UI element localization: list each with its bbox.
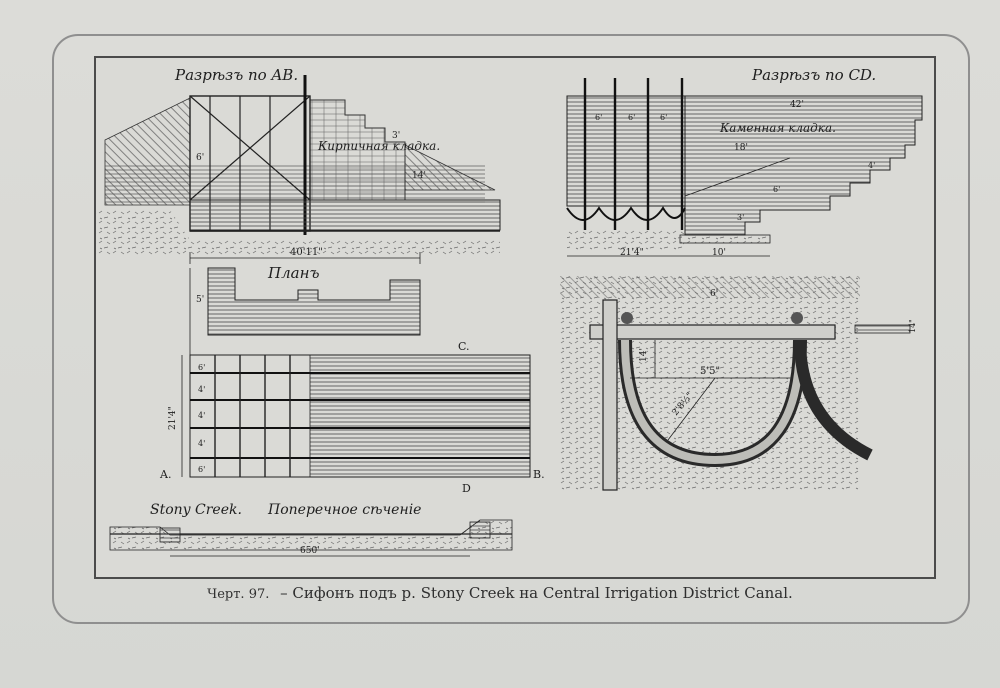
cross-section-title-left: Stony Creek. [150,502,242,518]
arch-dim-rise: 14' [639,348,649,362]
section-ab-title: Разрѣзъ по AB. [174,66,298,84]
plan-dim-row-4: 4' [198,439,205,448]
plan-label-d: D [462,482,471,495]
plan-dim-row-1: 6' [198,363,205,372]
section-ab-masonry-label: Кирпичная кладка. [317,139,440,153]
cross-section-dim-length: 650' [300,546,320,556]
figure-caption-text: – Сифонъ подъ р. Stony Creek на Central … [280,584,793,602]
section-cd-drawing [566,78,923,257]
plan-title: Планъ [267,264,319,282]
section-ab-dim-b: 3' [392,131,400,141]
arch-dim-span: 5'5" [700,366,720,377]
arch-section-drawing [560,276,911,491]
plan-dim-height: 21'4" [168,406,178,430]
arch-dim-plank: 14" [908,319,917,333]
section-cd-dim-top: 42' [790,100,804,110]
cross-section-drawing [109,519,513,557]
section-ab-dim-width: 40'11" [290,247,323,258]
plan-dim-row-3: 4' [198,411,205,420]
section-cd-masonry-label: Каменная кладка. [719,121,836,135]
figure-caption: Черт. 97. – Сифонъ подъ р. Stony Creek н… [0,584,1000,602]
section-ab-drawing [96,75,501,264]
plan-drawing [181,267,531,478]
plan-label-b: B. [533,468,545,481]
section-cd-dim-right: 10' [712,248,726,258]
plan-label-c: C. [458,340,470,353]
section-cd-dim-step: 4' [868,161,875,170]
section-ab-dim-a: 6' [196,153,204,163]
section-ab-dim-c: 14' [412,171,426,181]
section-cd-title: Разрѣзъ по CD. [751,66,876,84]
section-cd-dim-left: 21'4" [620,248,644,258]
plan-label-a: A. [159,468,171,481]
section-cd-dim-step2: 3' [737,213,744,222]
section-cd-dim-mid: 18' [734,143,748,153]
plate-outer-border [52,34,970,624]
section-cd-dim-col-3: 6' [660,113,667,122]
figure-number: Черт. 97. [207,587,270,602]
plan-dim-row-5: 6' [198,465,205,474]
arch-dim-top: 6' [710,289,718,299]
cross-section-title-right: Поперечное сѣченіе [267,502,421,518]
plan-dim-row-2: 4' [198,385,205,394]
section-cd-dim-step3: 6' [773,185,780,194]
section-cd-dim-col-2: 6' [628,113,635,122]
plan-dim-side: 5' [196,295,204,305]
section-cd-dim-col-1: 6' [595,113,602,122]
